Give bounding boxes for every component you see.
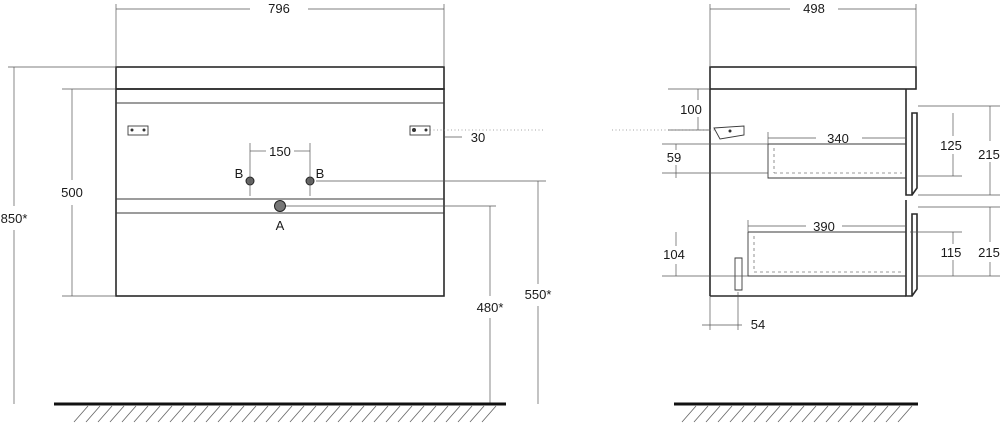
hatch-stroke (837, 405, 853, 423)
hatch-stroke (813, 405, 829, 423)
hatch-stroke (717, 405, 733, 423)
hatch-stroke (469, 405, 485, 423)
hatch-stroke (241, 405, 257, 423)
upper-drawer-box (767, 143, 906, 179)
hatch-stroke (765, 405, 781, 423)
hatch-stroke (693, 405, 709, 423)
hatch-stroke (445, 405, 461, 423)
lower-drawer-box (747, 231, 906, 277)
hatch-stroke (181, 405, 197, 423)
hatch-stroke (457, 405, 473, 423)
dim-depth-label: 498 (803, 1, 825, 16)
dim-hole-spacing-label: 150 (269, 144, 291, 159)
side-countertop (709, 66, 917, 90)
hatch-stroke (325, 405, 341, 423)
hatch-stroke (253, 405, 269, 423)
hatch-stroke (85, 405, 101, 423)
hatch-stroke (681, 405, 697, 423)
dim-siphon-offset-label: 54 (751, 317, 765, 332)
hatch-stroke (169, 405, 185, 423)
hatch-stroke (849, 405, 865, 423)
hatch-stroke (337, 405, 353, 423)
hatch-stroke (409, 405, 425, 423)
hatch-stroke (729, 405, 745, 423)
side-wall-bracket (713, 125, 745, 140)
hole-b-right-label: B (316, 166, 325, 181)
hatch-stroke (349, 405, 365, 423)
left-wall-bracket (127, 125, 149, 136)
hatch-stroke (229, 405, 245, 423)
side-view: 498 100 340 59 125 215 390 (612, 1, 1000, 423)
front-countertop (115, 66, 445, 90)
right-wall-bracket (409, 125, 431, 136)
hatch-stroke (897, 405, 913, 423)
hatch-stroke (873, 405, 889, 423)
hatch-stroke (289, 405, 305, 423)
hatch-stroke (277, 405, 293, 423)
hatch-stroke (301, 405, 317, 423)
dim-upper-drawer-offset-label: 59 (667, 150, 681, 165)
hatch-stroke (133, 405, 149, 423)
hatch-stroke (433, 405, 449, 423)
drain-a (274, 200, 286, 212)
hatch-stroke (825, 405, 841, 423)
hatch-stroke (157, 405, 173, 423)
hatch-stroke (361, 405, 377, 423)
hatch-stroke (97, 405, 113, 423)
dim-upper-outer-label: 215 (978, 147, 1000, 162)
hatch-stroke (193, 405, 209, 423)
hatch-stroke (109, 405, 125, 423)
hatch-stroke (421, 405, 437, 423)
dim-lower-drawer-depth-label: 390 (813, 219, 835, 234)
siphon-pipe (734, 257, 743, 291)
dim-height-500-label: 500 (61, 185, 83, 200)
drain-a-label: A (276, 218, 285, 233)
hatch-stroke (265, 405, 281, 423)
dim-top-gap-label: 100 (680, 102, 702, 117)
hatch-stroke (121, 405, 137, 423)
dim-drain-height-label: 480* (477, 300, 504, 315)
hatch-stroke (217, 405, 233, 423)
front-view: 796 500 850* 150 B B A 30 480* (1, 1, 552, 423)
hatch-stroke (885, 405, 901, 423)
hatch-stroke (397, 405, 413, 423)
hatch-stroke (205, 405, 221, 423)
hatch-stroke (145, 405, 161, 423)
lower-drawer-front (905, 200, 918, 297)
hatch-stroke (801, 405, 817, 423)
upper-drawer-front (905, 104, 918, 196)
dim-height-850-label: 850* (1, 211, 28, 226)
dim-lower-inner-label: 115 (941, 245, 962, 260)
hatch-stroke (777, 405, 793, 423)
dim-bracket-offset-label: 30 (471, 130, 485, 145)
front-cabinet-body (115, 88, 445, 297)
dim-lower-drawer-offset-label: 104 (663, 247, 685, 262)
dim-lower-outer-label: 215 (978, 245, 1000, 260)
hatch-stroke (741, 405, 757, 423)
dim-upper-drawer-depth-label: 340 (827, 131, 849, 146)
dim-width-label: 796 (268, 1, 290, 16)
hole-b-left-label: B (235, 166, 244, 181)
front-floor-hatch (73, 405, 497, 423)
hatch-stroke (481, 405, 497, 423)
hatch-stroke (73, 405, 89, 423)
hatch-stroke (753, 405, 769, 423)
hatch-stroke (373, 405, 389, 423)
hatch-stroke (705, 405, 721, 423)
dim-upper-inner-label: 125 (940, 138, 962, 153)
dim-top-height-label: 550* (525, 287, 552, 302)
hatch-stroke (313, 405, 329, 423)
hatch-stroke (789, 405, 805, 423)
hatch-stroke (385, 405, 401, 423)
side-floor-hatch (681, 405, 913, 423)
hatch-stroke (861, 405, 877, 423)
